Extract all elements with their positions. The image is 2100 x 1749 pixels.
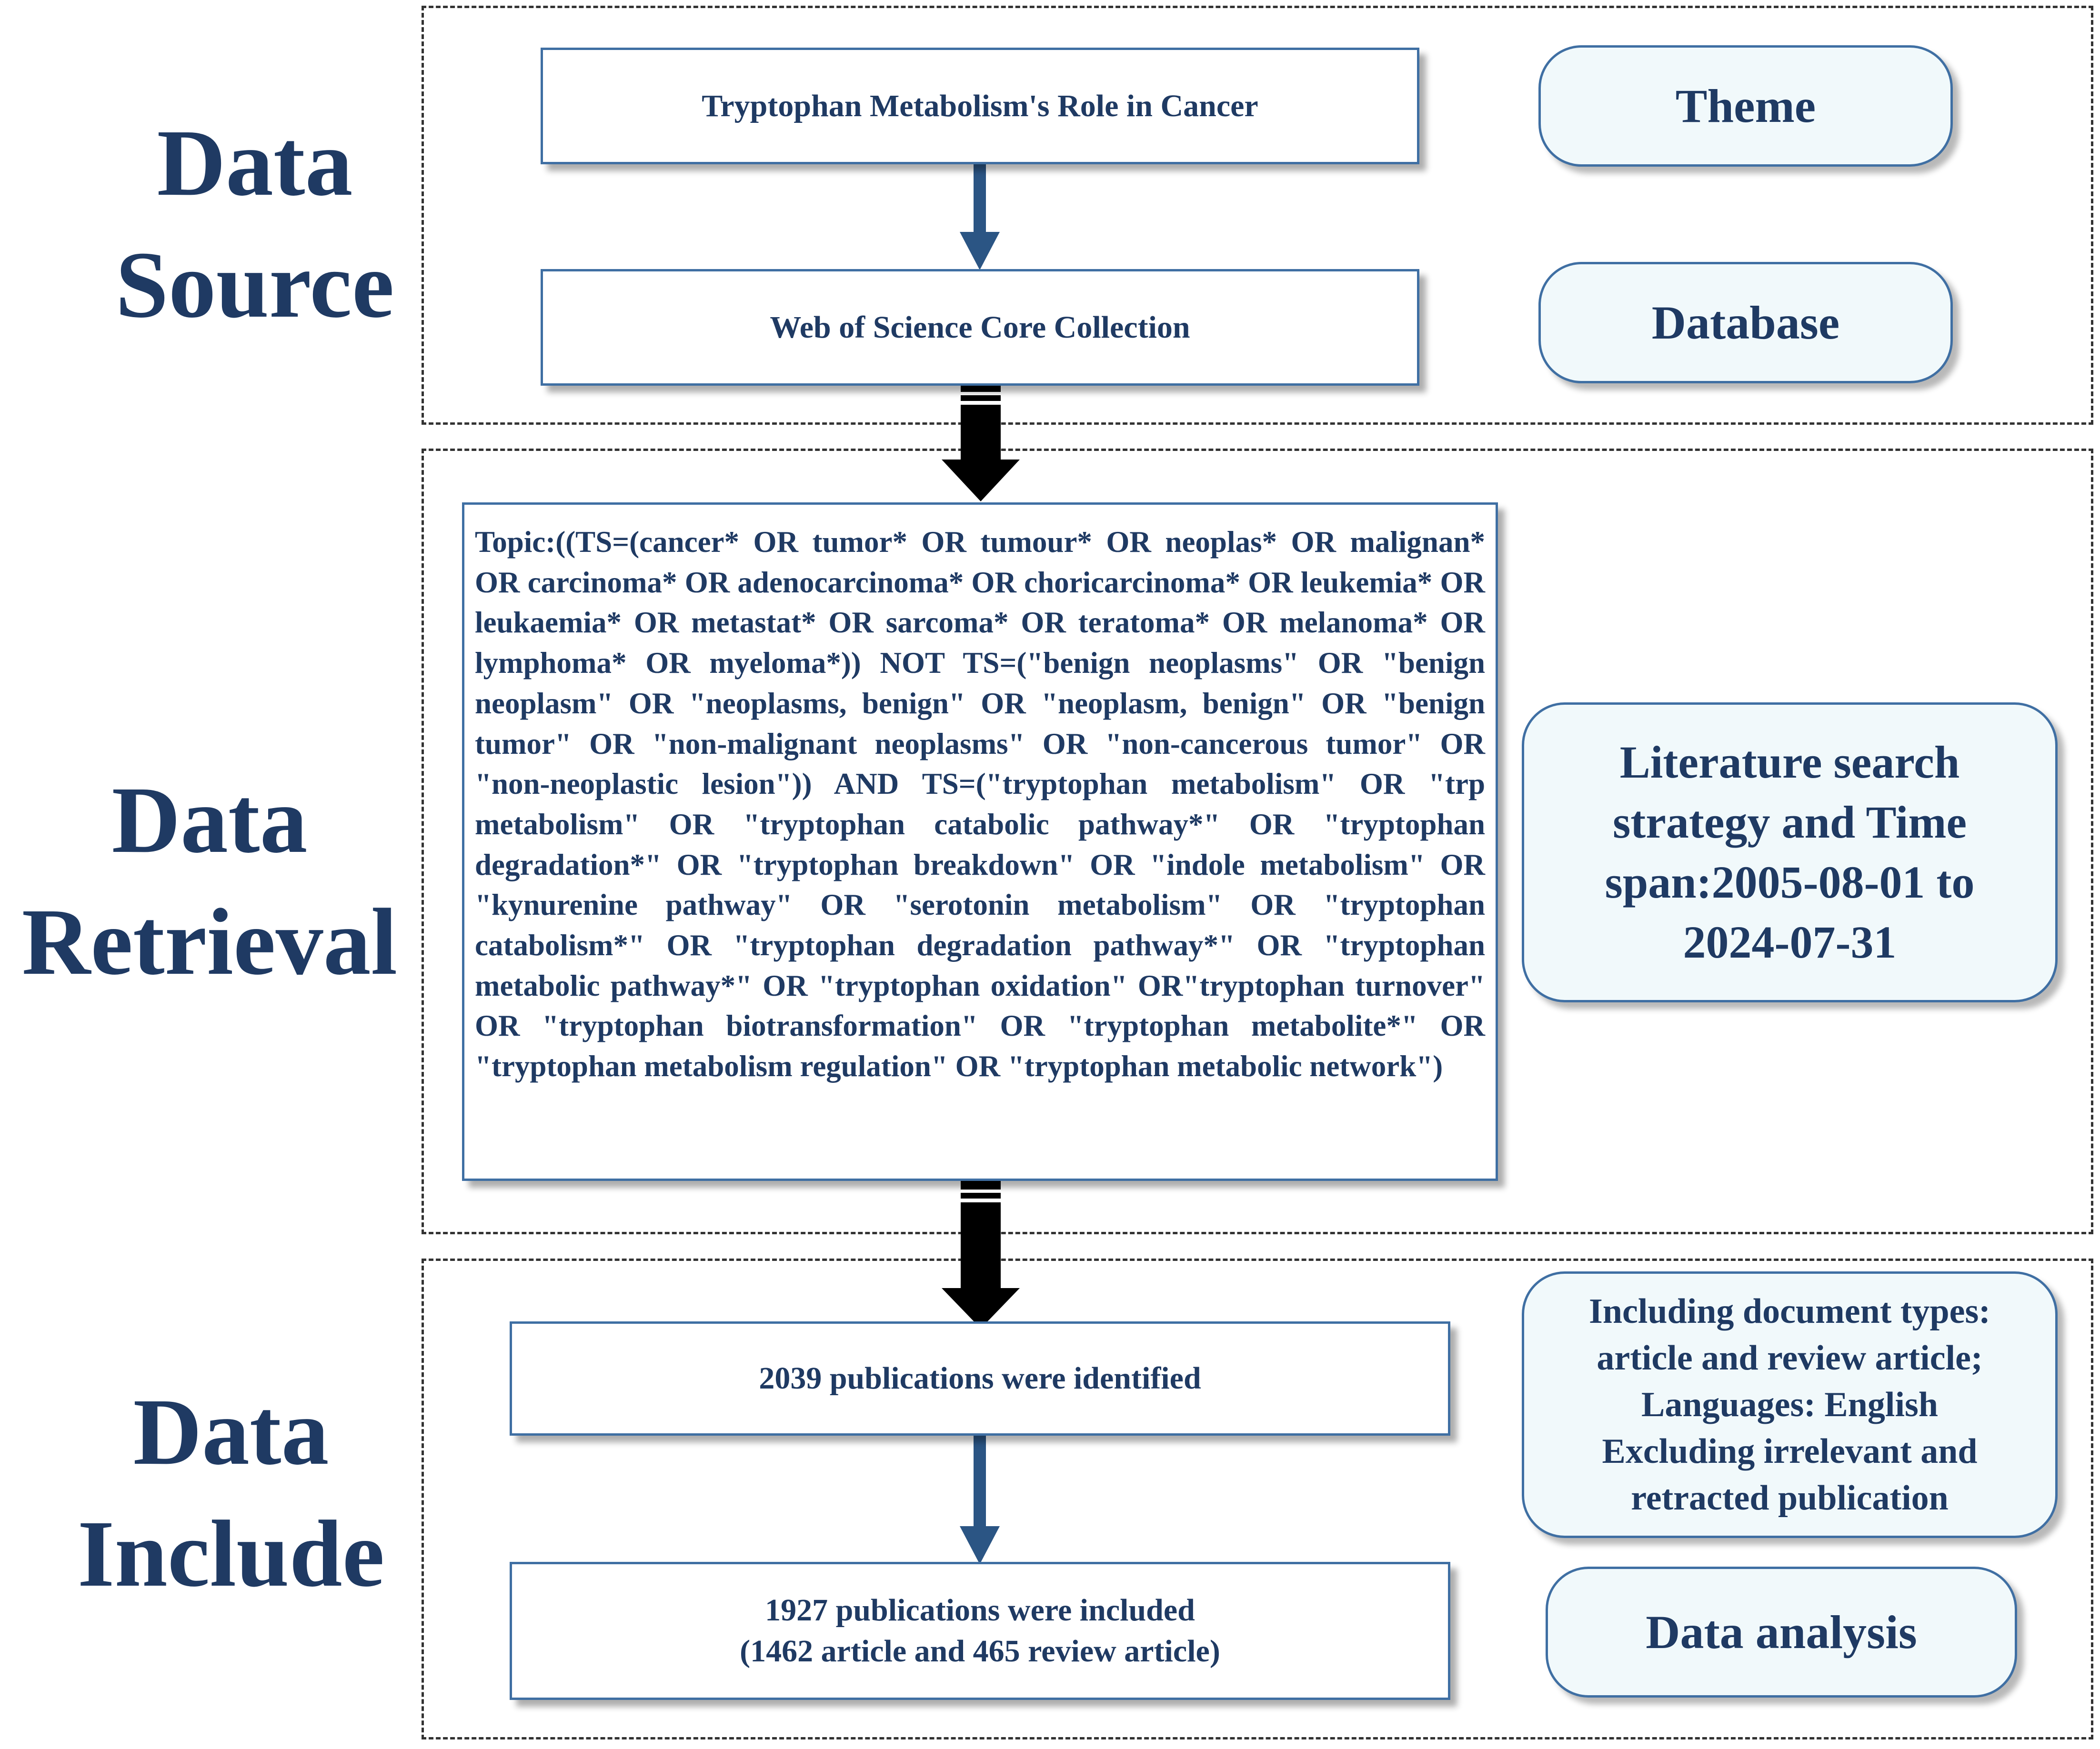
- title-line: Data: [133, 1379, 329, 1485]
- database-box-text: Web of Science Core Collection: [770, 310, 1190, 345]
- theme-box-text: Tryptophan Metabolism's Role in Cancer: [702, 88, 1258, 123]
- strategy-line: strategy and Time: [1612, 797, 1967, 848]
- theme-label-text: Theme: [1675, 80, 1816, 132]
- strategy-line: 2024-07-31: [1683, 917, 1897, 968]
- arrow-query-to-identified: [942, 1181, 1020, 1329]
- title-line: Data: [111, 768, 308, 873]
- search-query-box: Topic:((TS=(cancer* OR tumor* OR tumour*…: [462, 502, 1498, 1181]
- search-strategy-label: Literature search strategy and Time span…: [1522, 702, 2058, 1002]
- database-box: Web of Science Core Collection: [541, 269, 1419, 386]
- arrow-theme-to-database: [960, 158, 1000, 270]
- title-line: Data: [157, 110, 353, 216]
- theme-box: Tryptophan Metabolism's Role in Cancer: [541, 48, 1419, 164]
- title-line: Source: [115, 232, 394, 338]
- search-query-text: Topic:((TS=(cancer* OR tumor* OR tumour*…: [475, 525, 1485, 1083]
- criteria-line: Excluding irrelevant and: [1602, 1432, 1978, 1471]
- criteria-line: Languages: English: [1641, 1385, 1939, 1424]
- strategy-line: Literature search: [1619, 737, 1960, 788]
- criteria-line: article and review article;: [1597, 1339, 1983, 1378]
- title-line: Include: [77, 1501, 385, 1607]
- section-data-source-frame: [422, 6, 2093, 425]
- section-data-retrieval-frame: [422, 449, 2093, 1234]
- arrow-database-to-query: [942, 383, 1020, 501]
- arrow-identified-to-included: [960, 1431, 1000, 1564]
- database-label-text: Database: [1651, 296, 1840, 349]
- section-data-include-frame: [422, 1259, 2093, 1739]
- identified-box-text: 2039 publications were identified: [759, 1361, 1201, 1396]
- strategy-line: span:2005-08-01 to: [1605, 857, 1975, 908]
- data-analysis-label: Data analysis: [1546, 1567, 2017, 1698]
- theme-label: Theme: [1538, 45, 1953, 167]
- identified-box: 2039 publications were identified: [510, 1321, 1450, 1436]
- inclusion-criteria-label: Including document types: article and re…: [1522, 1271, 2058, 1538]
- database-label: Database: [1538, 262, 1953, 383]
- data-include-title: Data Include: [64, 1371, 398, 1615]
- criteria-line: retracted publication: [1631, 1479, 1949, 1518]
- included-box: 1927 publications were included (1462 ar…: [510, 1562, 1450, 1700]
- title-line: Retrieval: [21, 889, 398, 995]
- data-analysis-text: Data analysis: [1646, 1606, 1917, 1659]
- data-retrieval-title: Data Retrieval: [5, 760, 414, 1003]
- criteria-line: Including document types:: [1589, 1292, 1990, 1331]
- included-line: (1462 article and 465 review article): [740, 1634, 1220, 1669]
- included-line: 1927 publications were included: [765, 1593, 1195, 1628]
- data-source-title: Data Source: [102, 102, 407, 346]
